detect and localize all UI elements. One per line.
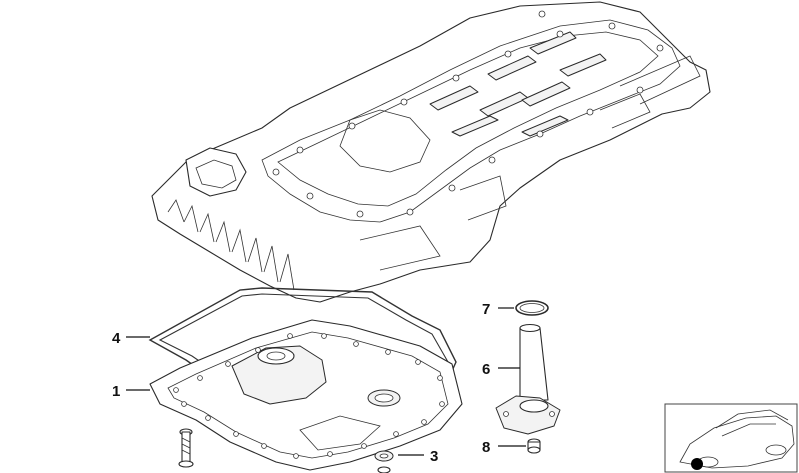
callout-7: 7: [482, 301, 490, 318]
oil-dipstick-guide-tube: [495, 323, 561, 435]
leader-lines: [126, 307, 526, 456]
thumbnail-frame: [664, 403, 798, 473]
upper-oil-pan: [151, 1, 711, 303]
callout-3: 3: [430, 448, 438, 465]
callout-1: 1: [112, 383, 120, 400]
seal-ring: [374, 450, 394, 473]
transmission-oil-pan: [149, 319, 463, 471]
vehicle-thumbnail: [664, 403, 798, 473]
callout-4: 4: [112, 330, 121, 347]
callout-6: 6: [482, 361, 490, 378]
screw: [527, 438, 541, 454]
location-marker: [691, 458, 703, 470]
bolt: [178, 428, 194, 468]
o-ring: [515, 300, 549, 316]
callout-8: 8: [482, 439, 490, 456]
